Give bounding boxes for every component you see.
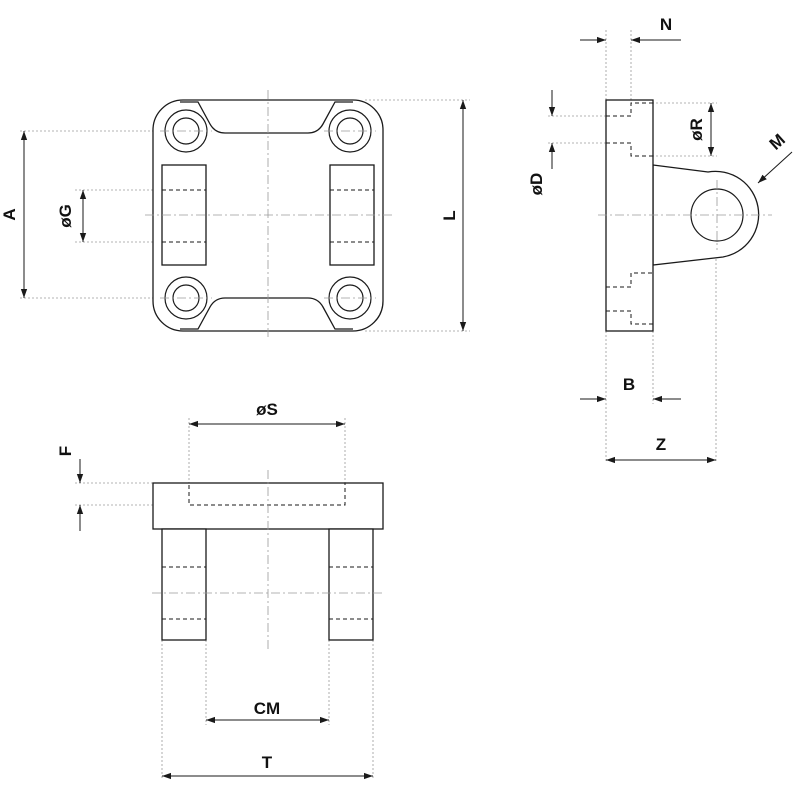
side-view: N øD øR M B Z <box>527 15 793 464</box>
dim-label-r: øR <box>687 118 706 141</box>
recess-hidden <box>188 482 346 506</box>
plate-side <box>605 99 654 332</box>
dim-label-b: B <box>623 375 635 394</box>
dim-label-f: F <box>56 446 75 456</box>
dim-label-t: T <box>262 753 273 772</box>
dim-label-z: Z <box>656 435 666 454</box>
bottom-recess <box>180 297 353 330</box>
dim-label-n: N <box>660 15 672 34</box>
counterbore-top-upper <box>606 102 653 117</box>
counterbore-bottom-lower <box>606 310 653 325</box>
dim-label-cm: CM <box>254 699 280 718</box>
dim-label-d: øD <box>527 173 546 196</box>
counterbore-top-lower <box>606 142 653 157</box>
counterbore-bottom-upper <box>606 272 653 288</box>
dim-label-m: M <box>766 130 789 154</box>
dim-label-s: øS <box>256 400 278 419</box>
front-view: øS F CM T <box>56 400 384 780</box>
dim-leader-m <box>757 151 793 184</box>
dim-label-a: A <box>0 208 19 220</box>
dim-label-g: øG <box>56 204 75 228</box>
top-view: A øG L <box>0 90 470 340</box>
front-lug-left <box>161 528 207 641</box>
front-lug-right <box>328 528 374 641</box>
dim-label-l: L <box>440 210 459 220</box>
top-recess <box>180 101 353 134</box>
